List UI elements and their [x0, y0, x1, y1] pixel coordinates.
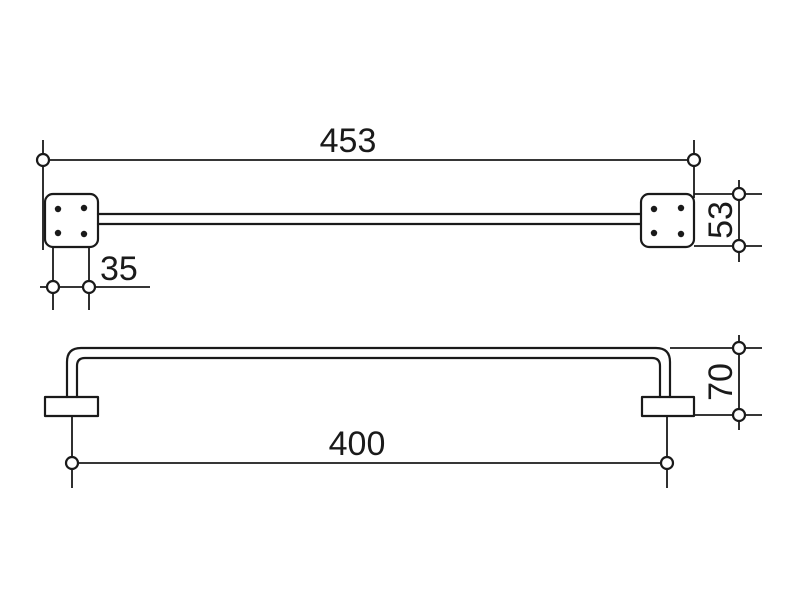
- dim-center-distance: 400: [64, 416, 675, 488]
- bar-side-view: [65, 346, 672, 399]
- right-mount-side: [640, 395, 696, 418]
- dim-bracket-width: 35: [40, 247, 150, 310]
- dim-overall-length: 453: [35, 122, 702, 250]
- side-view: 70 400: [43, 335, 762, 488]
- dim-label-bracket-width: 35: [100, 250, 138, 288]
- rod-top-view: [96, 212, 643, 226]
- dim-label-overall-length: 453: [320, 122, 377, 160]
- dim-label-projection: 70: [702, 363, 740, 401]
- dim-bracket-height: 53: [694, 180, 762, 262]
- top-view: 453 35: [35, 122, 762, 310]
- left-mount-side: [43, 395, 100, 418]
- right-bracket-top: [639, 192, 696, 249]
- dim-label-bracket-height: 53: [702, 201, 740, 239]
- dim-projection: 70: [670, 335, 762, 430]
- dim-label-center-distance: 400: [329, 425, 386, 463]
- left-bracket-top: [43, 192, 100, 249]
